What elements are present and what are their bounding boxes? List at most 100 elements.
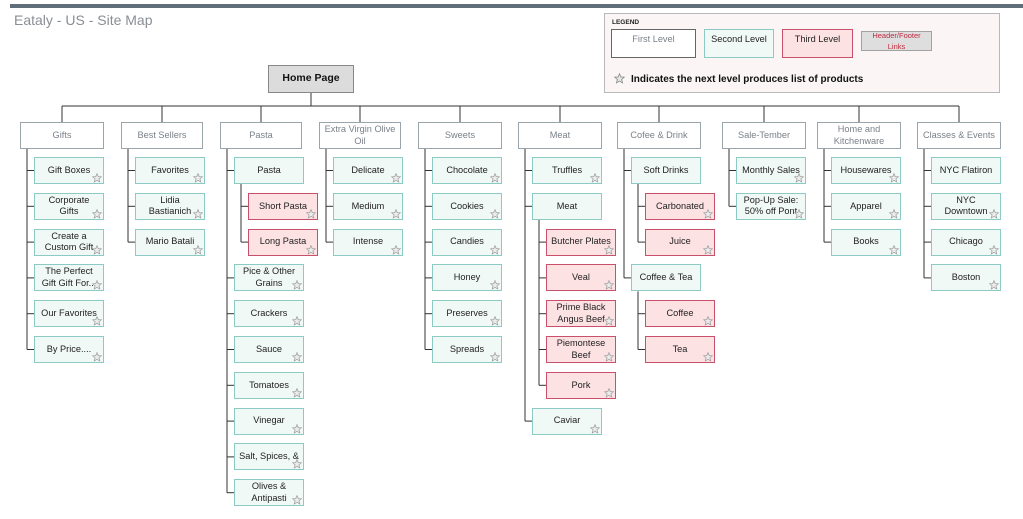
legend-third-level: Third Level (782, 29, 853, 58)
item-the-perfect-gift-gift-for-label: The Perfect Gift Gift For... (41, 266, 97, 288)
section-extra-virgin-olive-oil[interactable]: Extra Virgin Olive Oil (319, 122, 401, 149)
item-monthly-sales[interactable]: Monthly Sales (736, 157, 806, 184)
item-honey[interactable]: Honey (432, 264, 502, 292)
subitem-pork[interactable]: Pork (546, 371, 616, 399)
item-medium[interactable]: Medium (333, 192, 403, 220)
item-books[interactable]: Books (831, 228, 901, 256)
star-icon (391, 173, 401, 183)
section-extra-virgin-olive-oil-label: Extra Virgin Olive Oil (324, 124, 396, 146)
subitem-coffee[interactable]: Coffee (645, 300, 715, 328)
legend-first-level: First Level (611, 29, 696, 58)
item-apparel[interactable]: Apparel (831, 192, 901, 220)
star-icon (794, 208, 804, 219)
subitem-piemontese-beef-label: Piemontese Beef (556, 338, 606, 360)
item-meat[interactable]: Meat (532, 192, 602, 220)
legend-header-footer-label: Header/Footer Links (872, 31, 921, 51)
star-icon (989, 244, 999, 255)
subitem-piemontese-beef[interactable]: Piemontese Beef (546, 336, 616, 363)
item-soft-drinks[interactable]: Soft Drinks (631, 157, 701, 184)
item-preserves[interactable]: Preserves (432, 300, 502, 328)
star-icon (292, 495, 302, 505)
star-icon (92, 316, 102, 326)
section-home-and-kitchenware[interactable]: Home and Kitchenware (817, 122, 901, 149)
item-salt-spices[interactable]: Salt, Spices, & (234, 443, 304, 471)
item-caviar-label: Caviar (553, 415, 581, 426)
item-pice-other-grains[interactable]: Pice & Other Grains (234, 264, 304, 292)
item-the-perfect-gift-gift-for[interactable]: The Perfect Gift Gift For... (34, 264, 104, 292)
item-chicago[interactable]: Chicago (931, 228, 1001, 256)
item-spreads[interactable]: Spreads (432, 336, 502, 363)
item-our-favorites-label: Our Favorites (41, 307, 97, 318)
section-pasta[interactable]: Pasta (220, 122, 302, 149)
subitem-long-pasta[interactable]: Long Pasta (248, 228, 318, 256)
item-salt-spices-label: Salt, Spices, & (239, 451, 299, 462)
star-icon (92, 352, 102, 362)
section-sweets[interactable]: Sweets (418, 122, 502, 149)
item-gift-boxes[interactable]: Gift Boxes (34, 157, 104, 184)
star-icon (193, 244, 203, 255)
item-vinegar[interactable]: Vinegar (234, 407, 304, 435)
section-sale-tember[interactable]: Sale-Tember (722, 122, 806, 149)
home-page-node[interactable]: Home Page (268, 65, 354, 93)
item-nyc-flatiron[interactable]: NYC Flatiron (931, 157, 1001, 184)
item-housewares-label: Housewares (840, 164, 892, 175)
item-crackers[interactable]: Crackers (234, 300, 304, 328)
item-nyc-downtown[interactable]: NYC Downtown (931, 192, 1001, 220)
item-truffles[interactable]: Truffles (532, 157, 602, 184)
subitem-coffee-label: Coffee (666, 307, 694, 318)
star-icon (889, 208, 899, 219)
item-coffee-tea[interactable]: Coffee & Tea (631, 264, 701, 292)
section-classes-events[interactable]: Classes & Events (917, 122, 1001, 149)
item-delicate[interactable]: Delicate (333, 157, 403, 184)
item-tomatoes[interactable]: Tomatoes (234, 371, 304, 399)
item-pop-up-sale-50-off-pont[interactable]: Pop-Up Sale: 50% off Pont (736, 192, 806, 220)
item-sauce-label: Sauce (255, 343, 283, 354)
item-by-price[interactable]: By Price.... (34, 336, 104, 363)
star-icon (391, 208, 401, 219)
item-gift-boxes-label: Gift Boxes (47, 164, 91, 175)
section-gifts[interactable]: Gifts (20, 122, 104, 149)
subitem-prime-black-angus-beef-label: Prime Black Angus Beef (556, 302, 606, 324)
star-icon (590, 423, 600, 434)
section-gifts-label: Gifts (52, 129, 72, 140)
section-classes-events-label: Classes & Events (923, 129, 995, 140)
subitem-short-pasta[interactable]: Short Pasta (248, 192, 318, 220)
star-icon (292, 280, 302, 291)
subitem-juice[interactable]: Juice (645, 228, 715, 256)
section-meat[interactable]: Meat (518, 122, 602, 149)
item-lidia-bastianich[interactable]: Lidia Bastianich (135, 192, 205, 220)
item-chocolate[interactable]: Chocolate (432, 157, 502, 184)
item-candies[interactable]: Candies (432, 228, 502, 256)
legend-third-level-label: Third Level (794, 34, 841, 44)
star-icon (889, 244, 899, 255)
item-boston[interactable]: Boston (931, 264, 1001, 292)
legend-star-note: Indicates the next level produces list o… (631, 74, 864, 85)
item-create-a-custom-gift[interactable]: Create a Custom Gift (34, 228, 104, 256)
item-mario-batali[interactable]: Mario Batali (135, 228, 205, 256)
item-caviar[interactable]: Caviar (532, 407, 602, 435)
item-cookies[interactable]: Cookies (432, 192, 502, 220)
subitem-short-pasta-label: Short Pasta (258, 200, 307, 211)
item-corporate-gifts[interactable]: Corporate Gifts (34, 192, 104, 220)
page-title: Eataly - US - Site Map (14, 12, 153, 28)
section-pasta-label: Pasta (249, 129, 273, 140)
subitem-tea-label: Tea (672, 343, 688, 354)
item-housewares[interactable]: Housewares (831, 157, 901, 184)
subitem-carbonated-label: Carbonated (655, 200, 704, 211)
star-icon (703, 352, 713, 362)
item-favorites[interactable]: Favorites (135, 157, 205, 184)
item-our-favorites[interactable]: Our Favorites (34, 300, 104, 328)
item-sauce[interactable]: Sauce (234, 336, 304, 363)
item-olives-antipasti[interactable]: Olives & Antipasti (234, 479, 304, 507)
star-icon (92, 244, 102, 255)
item-intense[interactable]: Intense (333, 228, 403, 256)
section-cofee-drink[interactable]: Cofee & Drink (617, 122, 701, 149)
subitem-tea[interactable]: Tea (645, 336, 715, 363)
item-pasta[interactable]: Pasta (234, 157, 304, 184)
subitem-carbonated[interactable]: Carbonated (645, 192, 715, 220)
section-best-sellers[interactable]: Best Sellers (121, 122, 203, 149)
subitem-prime-black-angus-beef[interactable]: Prime Black Angus Beef (546, 300, 616, 328)
subitem-veal[interactable]: Veal (546, 264, 616, 292)
item-chocolate-label: Chocolate (446, 164, 488, 175)
subitem-butcher-plates[interactable]: Butcher Plates (546, 228, 616, 256)
